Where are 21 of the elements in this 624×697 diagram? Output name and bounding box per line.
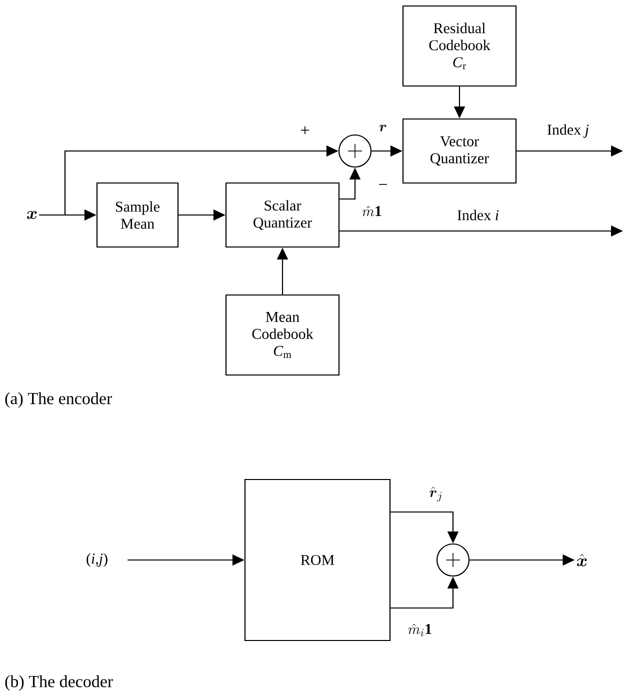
summing-junction <box>436 543 470 577</box>
input-label: $\boldsymbol{x}$ <box>26 211 37 219</box>
codebook-box: Residual Codebook C$_{r}$ <box>402 5 517 87</box>
edge-label: Index i <box>456 208 500 222</box>
output-label: $\hat{\boldsymbol{x}}$ <box>576 554 587 566</box>
quantizer-box: Scalar Quantizer <box>225 182 340 248</box>
edge-label: $\hat{m}\mathbf{1}$ <box>361 205 383 217</box>
process-box: Sample Mean <box>96 182 179 248</box>
sign-label: − <box>379 184 387 185</box>
codebook-box: Mean Codebook C$_{m}$ <box>225 294 340 376</box>
sign-label: + <box>301 126 309 134</box>
edge-label: $\boldsymbol{r}$ <box>378 124 388 132</box>
quantizer-box: Vector Quantizer <box>402 118 517 184</box>
summing-junction <box>338 134 372 168</box>
edge-label: $\hat{m}_{i}\mathbf{1}$ <box>406 622 434 638</box>
caption: (a) The encoder <box>5 392 112 408</box>
input-label: (i,j) <box>86 553 108 567</box>
caption: (b) The decoder <box>5 675 113 691</box>
edge-label: $\hat{\boldsymbol{r}}_{j}$ <box>428 486 444 502</box>
memory-box: ROM <box>244 478 391 642</box>
edge-label: Indexj <box>546 123 590 139</box>
